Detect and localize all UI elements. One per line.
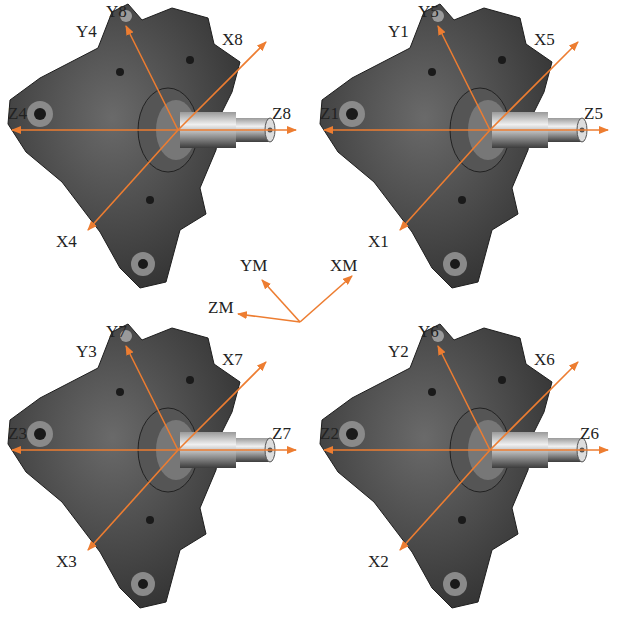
axis-label: ZM [208, 298, 234, 318]
axis-label: Y1 [388, 22, 409, 42]
axis-label: X4 [56, 232, 77, 252]
axis-label: X7 [222, 350, 243, 370]
axis-label: X2 [368, 552, 389, 572]
axis-label: Z7 [272, 424, 291, 444]
part-view [8, 324, 296, 608]
axis-label: Y4 [76, 22, 97, 42]
axis-label: Y7 [106, 322, 127, 342]
axis-label: YM [240, 256, 267, 276]
axis-label: Z1 [320, 104, 339, 124]
axis-label: X5 [534, 30, 555, 50]
axis-label: Z6 [580, 424, 599, 444]
axis-label: Z5 [584, 104, 603, 124]
axis-label: Y3 [76, 342, 97, 362]
axis-label: Z2 [320, 424, 339, 444]
axis-label: XM [330, 256, 357, 276]
axis-label: X6 [534, 350, 555, 370]
part-view [8, 4, 296, 288]
axis-label: X1 [368, 232, 389, 252]
axis-label: Y5 [418, 2, 439, 22]
axis-label: Z8 [272, 104, 291, 124]
part-view [320, 4, 608, 288]
axis-label: Z3 [8, 424, 27, 444]
model-axes [238, 276, 352, 322]
axis-label: Y6 [418, 322, 439, 342]
axis-label: Y2 [388, 342, 409, 362]
axis-label: Y8 [106, 2, 127, 22]
part-view [320, 324, 608, 608]
axis-label: X3 [56, 552, 77, 572]
axis-label: Z4 [8, 104, 27, 124]
axis-label: X8 [222, 30, 243, 50]
